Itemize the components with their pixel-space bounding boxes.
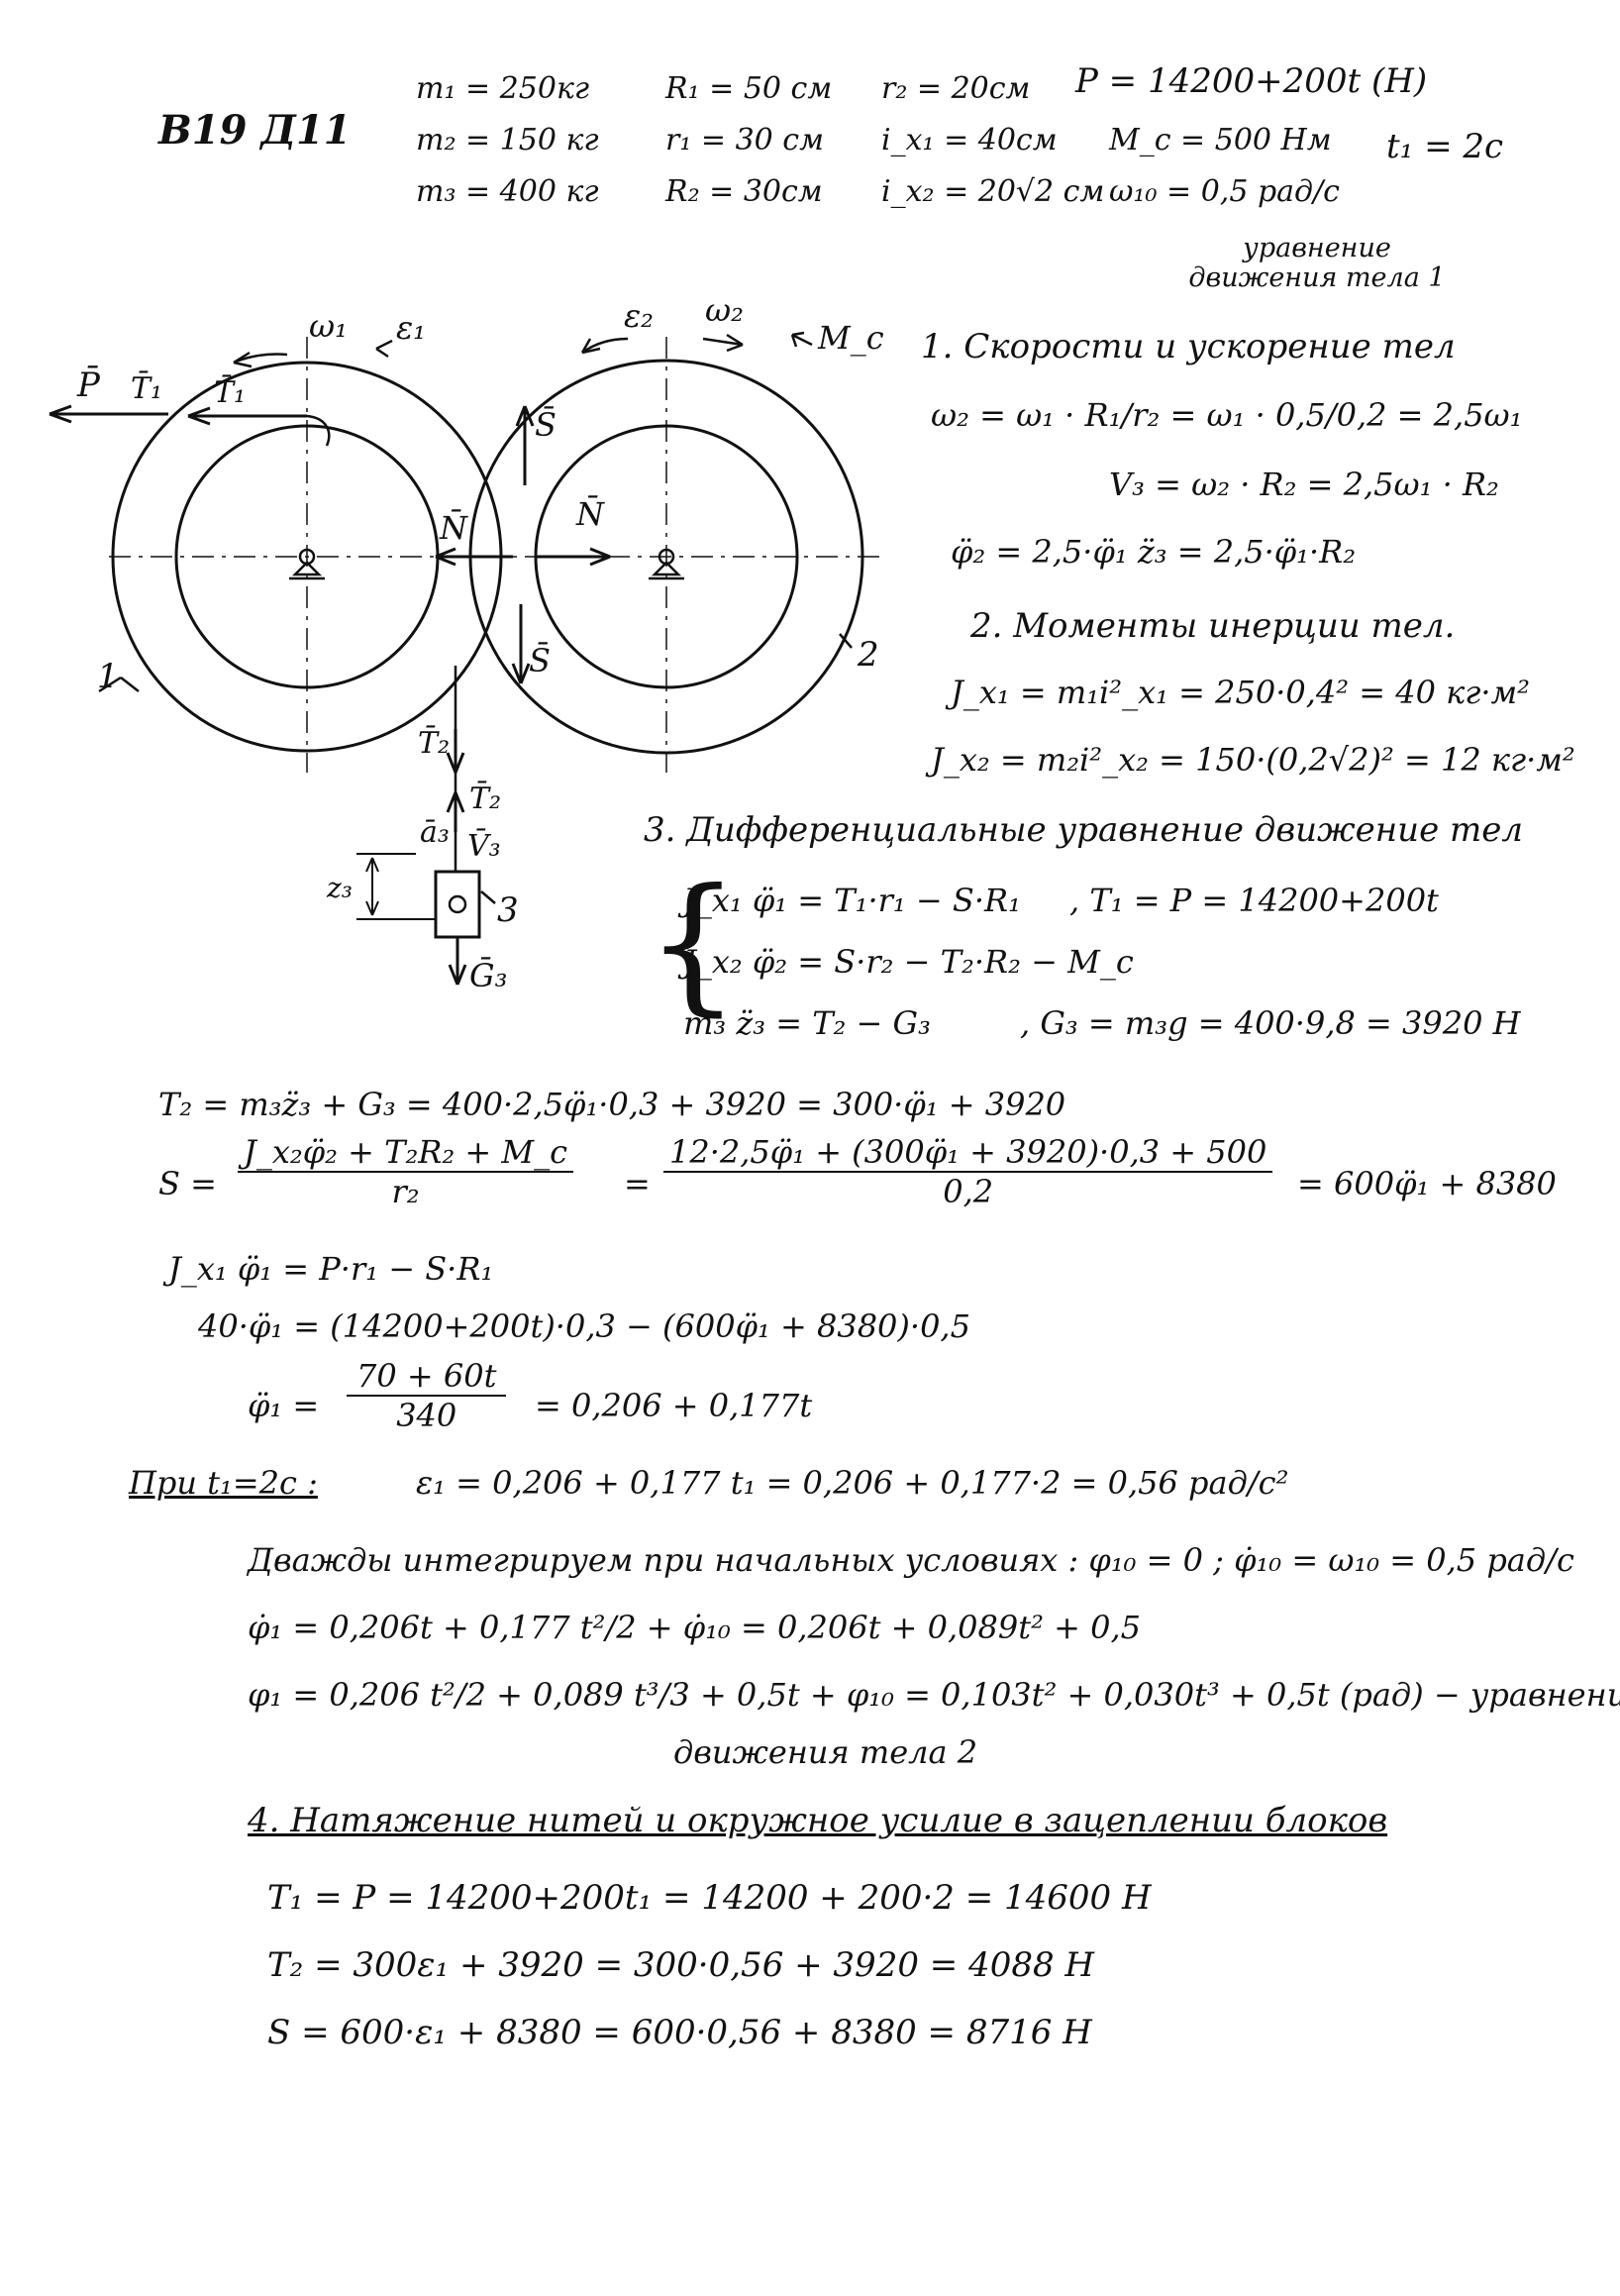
label-N-right: N̄ bbox=[575, 495, 605, 533]
label-G3: Ḡ₃ bbox=[469, 957, 507, 994]
given-ix2: i_x₂ = 20√2 см bbox=[881, 174, 1105, 209]
label-e2: ε₂ bbox=[624, 297, 654, 335]
solution-integrate-note: Дважды интегрируем при начальных условия… bbox=[248, 1541, 1574, 1579]
section1-eq2: V₃ = ω₂ · R₂ = 2,5ω₁ · R₂ bbox=[1109, 466, 1499, 503]
section3-title: 3. Дифференциальные уравнение движение т… bbox=[644, 810, 1524, 850]
label-body1: 1 bbox=[97, 657, 119, 696]
solution-S-lhs: S = bbox=[158, 1165, 217, 1202]
label-T1b: T̄₁ bbox=[214, 374, 246, 410]
solution-substituted: 40·φ̈₁ = (14200+200t)·0,3 − (600φ̈₁ + 83… bbox=[198, 1307, 970, 1345]
task-note: уравнение движения тела 1 bbox=[1188, 233, 1446, 293]
label-N-left: N̄ bbox=[439, 509, 468, 547]
result-S: S = 600·ε₁ + 8380 = 600·0,56 + 8380 = 87… bbox=[267, 2013, 1092, 2052]
section2-eq2: J_x₂ = m₂i²_x₂ = 150·(0,2√2)² = 12 кг·м² bbox=[931, 741, 1575, 779]
solution-S-frac1: J_x₂φ̈₂ + T₂R₂ + M_c r₂ bbox=[238, 1133, 574, 1210]
solution-S-frac2: 12·2,5φ̈₁ + (300φ̈₁ + 3920)·0,3 + 500 0,… bbox=[663, 1133, 1273, 1210]
section1-title: 1. Скорости и ускорение тел bbox=[921, 327, 1456, 366]
label-z3: z₃ bbox=[326, 872, 353, 904]
given-t1: t₁ = 2с bbox=[1386, 127, 1504, 166]
solution-phi-note: движения тела 2 bbox=[673, 1733, 978, 1771]
solution-S-den2: 0,2 bbox=[943, 1173, 994, 1210]
label-body2: 2 bbox=[857, 635, 879, 675]
given-m1: m₁ = 250кг bbox=[416, 71, 590, 106]
given-m3: m₃ = 400 кг bbox=[416, 174, 599, 209]
given-ix1: i_x₁ = 40см bbox=[881, 123, 1058, 157]
section1-eq3: φ̈₂ = 2,5·φ̈₁ z̈₃ = 2,5·φ̈₁·R₂ bbox=[951, 533, 1357, 571]
label-P: P̄ bbox=[76, 365, 101, 405]
solution-moment-eq: J_x₁ φ̈₁ = P·r₁ − S·R₁ bbox=[168, 1250, 494, 1288]
mechanism-diagram: P̄ T̄₁ T̄₁ ω₁ ε₁ ε₂ ω₂ M_c S̄ S̄ N̄ N̄ 1… bbox=[49, 291, 884, 994]
given-m2: m₂ = 150 кг bbox=[416, 123, 599, 157]
system-eq1: J_x₁ φ̈₁ = T₁·r₁ − S·R₁ bbox=[683, 882, 1021, 919]
solution-S-rhs: = 600φ̈₁ + 8380 bbox=[1297, 1165, 1557, 1202]
solution-phi: φ₁ = 0,206 t²/2 + 0,089 t³/3 + 0,5t + φ₁… bbox=[248, 1676, 1620, 1714]
label-S-down: S̄ bbox=[529, 642, 551, 679]
result-T2: T₂ = 300ε₁ + 3920 = 300·0,56 + 3920 = 40… bbox=[267, 1945, 1095, 1985]
solution-S-num2: 12·2,5φ̈₁ + (300φ̈₁ + 3920)·0,3 + 500 bbox=[663, 1133, 1273, 1173]
section2-eq1: J_x₁ = m₁i²_x₁ = 250·0,4² = 40 кг·м² bbox=[951, 674, 1530, 711]
section2-title: 2. Моменты инерции тел. bbox=[970, 606, 1456, 646]
label-w2: ω₂ bbox=[705, 291, 744, 329]
solution-phi-den: 340 bbox=[396, 1397, 457, 1434]
given-P: P = 14200+200t (Н) bbox=[1075, 61, 1428, 101]
given-Mc: M_c = 500 Нм bbox=[1109, 123, 1332, 157]
body-3 bbox=[434, 870, 481, 939]
solution-phi-num: 70 + 60t bbox=[347, 1357, 507, 1397]
variant-title: В19 Д11 bbox=[158, 107, 352, 154]
solution-T2: T₂ = m₃z̈₃ + G₃ = 400·2,5φ̈₁·0,3 + 3920 … bbox=[158, 1086, 1066, 1123]
label-body3: 3 bbox=[497, 890, 519, 930]
system-eq1-note: , T₁ = P = 14200+200t bbox=[1069, 882, 1439, 919]
label-V3: V̄₃ bbox=[467, 828, 501, 864]
solution-phi-rhs: = 0,206 + 0,177t bbox=[535, 1387, 813, 1424]
label-S-up: S̄ bbox=[535, 406, 557, 444]
solution-S-den1: r₂ bbox=[391, 1173, 420, 1210]
label-e1: ε₁ bbox=[396, 309, 426, 347]
solution-phi-frac: 70 + 60t 340 bbox=[347, 1357, 507, 1434]
result-T1: T₁ = P = 14200+200t₁ = 14200 + 200·2 = 1… bbox=[267, 1878, 1152, 1918]
system-eq3: m₃ z̈₃ = T₂ − G₃ bbox=[683, 1004, 931, 1042]
label-T2-down: T̄₂ bbox=[418, 725, 450, 761]
given-R2: R₂ = 30см bbox=[665, 174, 823, 209]
system-brace: { bbox=[646, 858, 741, 1030]
label-a3: ā₃ bbox=[420, 815, 450, 850]
given-w10: ω₁₀ = 0,5 рад/с bbox=[1109, 174, 1340, 209]
label-w1: ω₁ bbox=[309, 307, 348, 345]
solution-phi-lhs: φ̈₁ = bbox=[248, 1387, 320, 1424]
solution-phi-dot: φ̇₁ = 0,206t + 0,177 t²/2 + φ̇₁₀ = 0,206… bbox=[248, 1609, 1141, 1646]
solution-epsilon1: ε₁ = 0,206 + 0,177 t₁ = 0,206 + 0,177·2 … bbox=[416, 1464, 1289, 1502]
system-eq2: J_x₂ φ̈₂ = S·r₂ − T₂·R₂ − M_c bbox=[683, 943, 1134, 981]
given-R1: R₁ = 50 см bbox=[665, 71, 833, 106]
section1-eq1: ω₂ = ω₁ · R₁/r₂ = ω₁ · 0,5/0,2 = 2,5ω₁ bbox=[931, 396, 1523, 434]
label-Mc: M_c bbox=[817, 319, 884, 357]
section4-title: 4. Натяжение нитей и окружное усилие в з… bbox=[248, 1801, 1388, 1840]
label-T2-up: T̄₂ bbox=[469, 781, 501, 816]
given-r2: r₂ = 20см bbox=[881, 71, 1031, 106]
solution-S-num1: J_x₂φ̈₂ + T₂R₂ + M_c bbox=[238, 1133, 574, 1173]
given-r1: r₁ = 30 см bbox=[665, 123, 824, 157]
label-T1a: T̄₁ bbox=[131, 370, 162, 406]
solution-at-t1-label: При t₁=2с : bbox=[129, 1464, 318, 1502]
system-eq3-note: , G₃ = m₃g = 400·9,8 = 3920 Н bbox=[1020, 1004, 1521, 1042]
solution-S-mid: = bbox=[624, 1165, 651, 1202]
